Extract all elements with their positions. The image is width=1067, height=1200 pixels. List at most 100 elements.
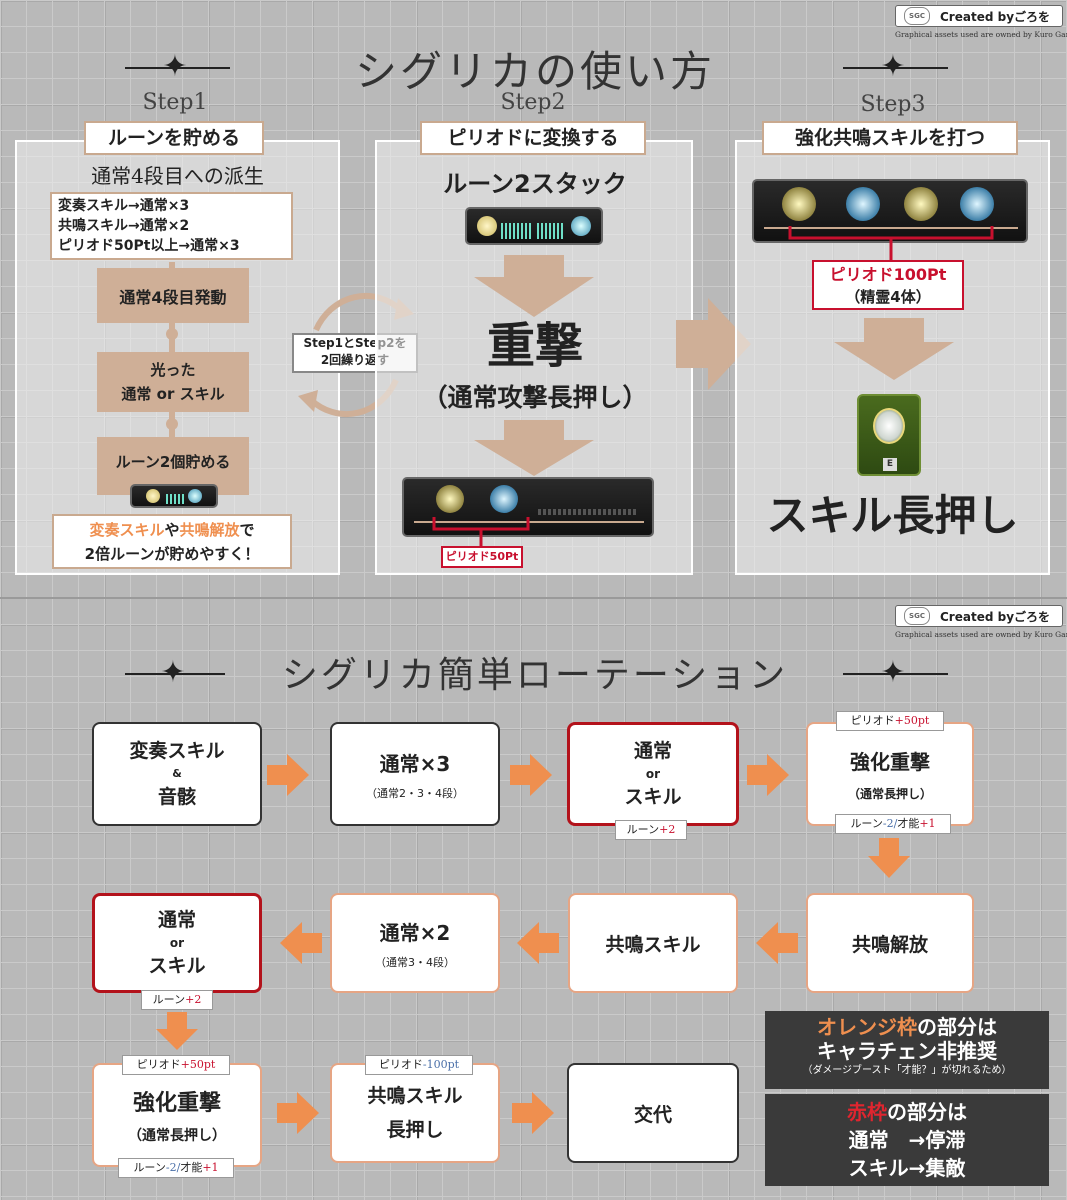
rotation-step-normal2: 通常×2 （通常3・4段） (330, 893, 500, 993)
rotation-title: シグリカ簡単ローテーション (281, 655, 789, 696)
step-line: スキル (624, 786, 682, 808)
skill-icon: E (857, 394, 921, 476)
step-line: （通常3・4段） (375, 955, 455, 969)
step2-big-sub: （通常攻撃長押し） (422, 383, 648, 412)
tag-period: ピリオド (850, 714, 895, 727)
step-line: 音骸 (157, 786, 196, 808)
spirit-icon (436, 485, 464, 513)
legend-line3: スキル→集敵 (848, 1156, 966, 1180)
tag-period: ピリオド (136, 1058, 181, 1071)
title-divider-left (125, 673, 225, 675)
note-orange2: 共鳴解放 (179, 521, 240, 539)
rotation-step-normal-or-skill-2: 通常 or スキル (92, 893, 262, 993)
period-minus100-tag: ピリオド-100pt (365, 1055, 473, 1075)
period-50-tag: ピリオド50Pt (441, 546, 523, 568)
legend-rest: の部分は (917, 1015, 997, 1039)
orange-right-arrow-icon (510, 754, 552, 796)
condition-item: 共鳴スキル→通常×2 (58, 218, 190, 234)
rune-icon (477, 216, 497, 236)
step-line: （通常2・3・4段） (366, 786, 464, 800)
spirit-icon (904, 187, 938, 221)
rune-talent-tag: ルーン-2/才能+1 (118, 1158, 234, 1178)
rotation-step-normal3: 通常×3 （通常2・3・4段） (330, 722, 500, 826)
step-line: （通常長押し） (128, 1128, 226, 1144)
down-arrow-icon (474, 255, 594, 317)
condition-item: ピリオド50Pt以上→通常×3 (58, 238, 240, 254)
tag-minus2: -2 (882, 817, 894, 830)
rotation-step-swap: 交代 (567, 1063, 739, 1163)
step3-big-label: スキル長押し (766, 491, 1019, 540)
step1-subheading: 通常4段目への派生 (91, 164, 264, 188)
tag-plus50: +50pt (894, 714, 930, 727)
connector-dot (166, 418, 178, 430)
step2-big-label: 重撃 (486, 318, 583, 374)
orange-right-arrow-icon (747, 754, 789, 796)
spirit-icon (490, 485, 518, 513)
legend-red-frame: 赤枠の部分は 通常 →停滞 スキル→集敵 (765, 1094, 1049, 1186)
step3-name: Step3 (860, 92, 926, 117)
rune-plus2-tag: ルーン+2 (141, 990, 213, 1010)
tag-talent: 才能 (180, 1161, 203, 1174)
orange-right-arrow-icon (277, 1092, 319, 1134)
logo-icon: SGC (904, 607, 930, 625)
period-100-label: ピリオド100Pt (829, 265, 947, 284)
title-divider-right (843, 673, 948, 675)
tag-rune: ルーン (133, 1161, 166, 1174)
legend-orange-word: オレンジ枠 (817, 1015, 917, 1039)
note-line2: 2倍ルーンが貯めやすく！ (84, 545, 260, 563)
rotation-step-normal-or-skill-1: 通常 or スキル (567, 722, 739, 826)
spirit-icon (846, 187, 880, 221)
legend-line2: キャラチェン非推奨 (817, 1039, 997, 1063)
orange-left-arrow-icon (756, 922, 798, 964)
legend-rest: の部分は (887, 1100, 967, 1124)
tag-minus100: -100pt (422, 1058, 460, 1071)
legend-red-word: 赤枠 (847, 1100, 887, 1124)
orange-down-arrow-icon (156, 1012, 198, 1050)
orange-left-arrow-icon (280, 922, 322, 964)
spirit-icon (782, 187, 816, 221)
orange-right-arrow-icon (512, 1092, 554, 1134)
tag-slash: / (893, 817, 898, 830)
title-divider-left (125, 67, 230, 69)
step1-conditions: 変奏スキル→通常×3 共鳴スキル→通常×2 ピリオド50Pt以上→通常×3 (50, 192, 293, 260)
tag-period: ピリオド (378, 1058, 423, 1071)
credit-text: Created byごろを (940, 609, 1051, 624)
step2-heading: ピリオドに変換する (420, 121, 646, 155)
tag-plus50: +50pt (180, 1058, 216, 1071)
tag-rune: ルーン (850, 817, 883, 830)
period-plus50-tag: ピリオド+50pt (122, 1055, 230, 1075)
tag-plus2: +2 (659, 823, 676, 836)
tag-plus2: +2 (185, 993, 202, 1006)
step1-heading: ルーンを貯める (84, 121, 264, 155)
section-divider (0, 597, 1067, 599)
page-title: シグリカの使い方 (354, 47, 715, 96)
rotation-step-heavy-1: 強化重撃 （通常長押し） (806, 722, 974, 826)
rotation-step-intro: 変奏スキル & 音骸 (92, 722, 262, 826)
step-line: 共鳴解放 (851, 933, 928, 956)
rune-talent-tag: ルーン-2/才能+1 (835, 814, 951, 834)
rotation-step-skill-hold: 共鳴スキル 長押し (330, 1063, 500, 1163)
sparkle-icon: ✦ (162, 49, 188, 84)
step-line: 強化重撃 (132, 1091, 221, 1116)
step-line: or (645, 767, 661, 781)
rune-gauge (130, 484, 218, 508)
step-line: 共鳴スキル (367, 1085, 463, 1107)
condition-item: 変奏スキル→通常×3 (58, 198, 190, 214)
logo-icon: SGC (904, 7, 930, 25)
step2-name: Step2 (500, 90, 566, 115)
bracket-icon (432, 517, 530, 547)
note-mid: や (164, 521, 180, 539)
step-line: 変奏スキル (129, 740, 225, 762)
title-divider-right (843, 67, 948, 69)
rotation-step-skill: 共鳴スキル (568, 893, 738, 993)
tag-plus1: +1 (202, 1161, 219, 1174)
tag-minus2: -2 (165, 1161, 177, 1174)
gauge-line (764, 227, 1018, 229)
step3-heading: 強化共鳴スキルを打つ (762, 121, 1018, 155)
orange-left-arrow-icon (517, 922, 559, 964)
tag-rune: ルーン (626, 823, 660, 836)
legend-line2: 通常 →停滞 (848, 1128, 966, 1152)
step-line: 通常 (633, 740, 672, 762)
credit-text: Created byごろを (940, 9, 1051, 24)
step-line: 強化重撃 (850, 750, 930, 774)
